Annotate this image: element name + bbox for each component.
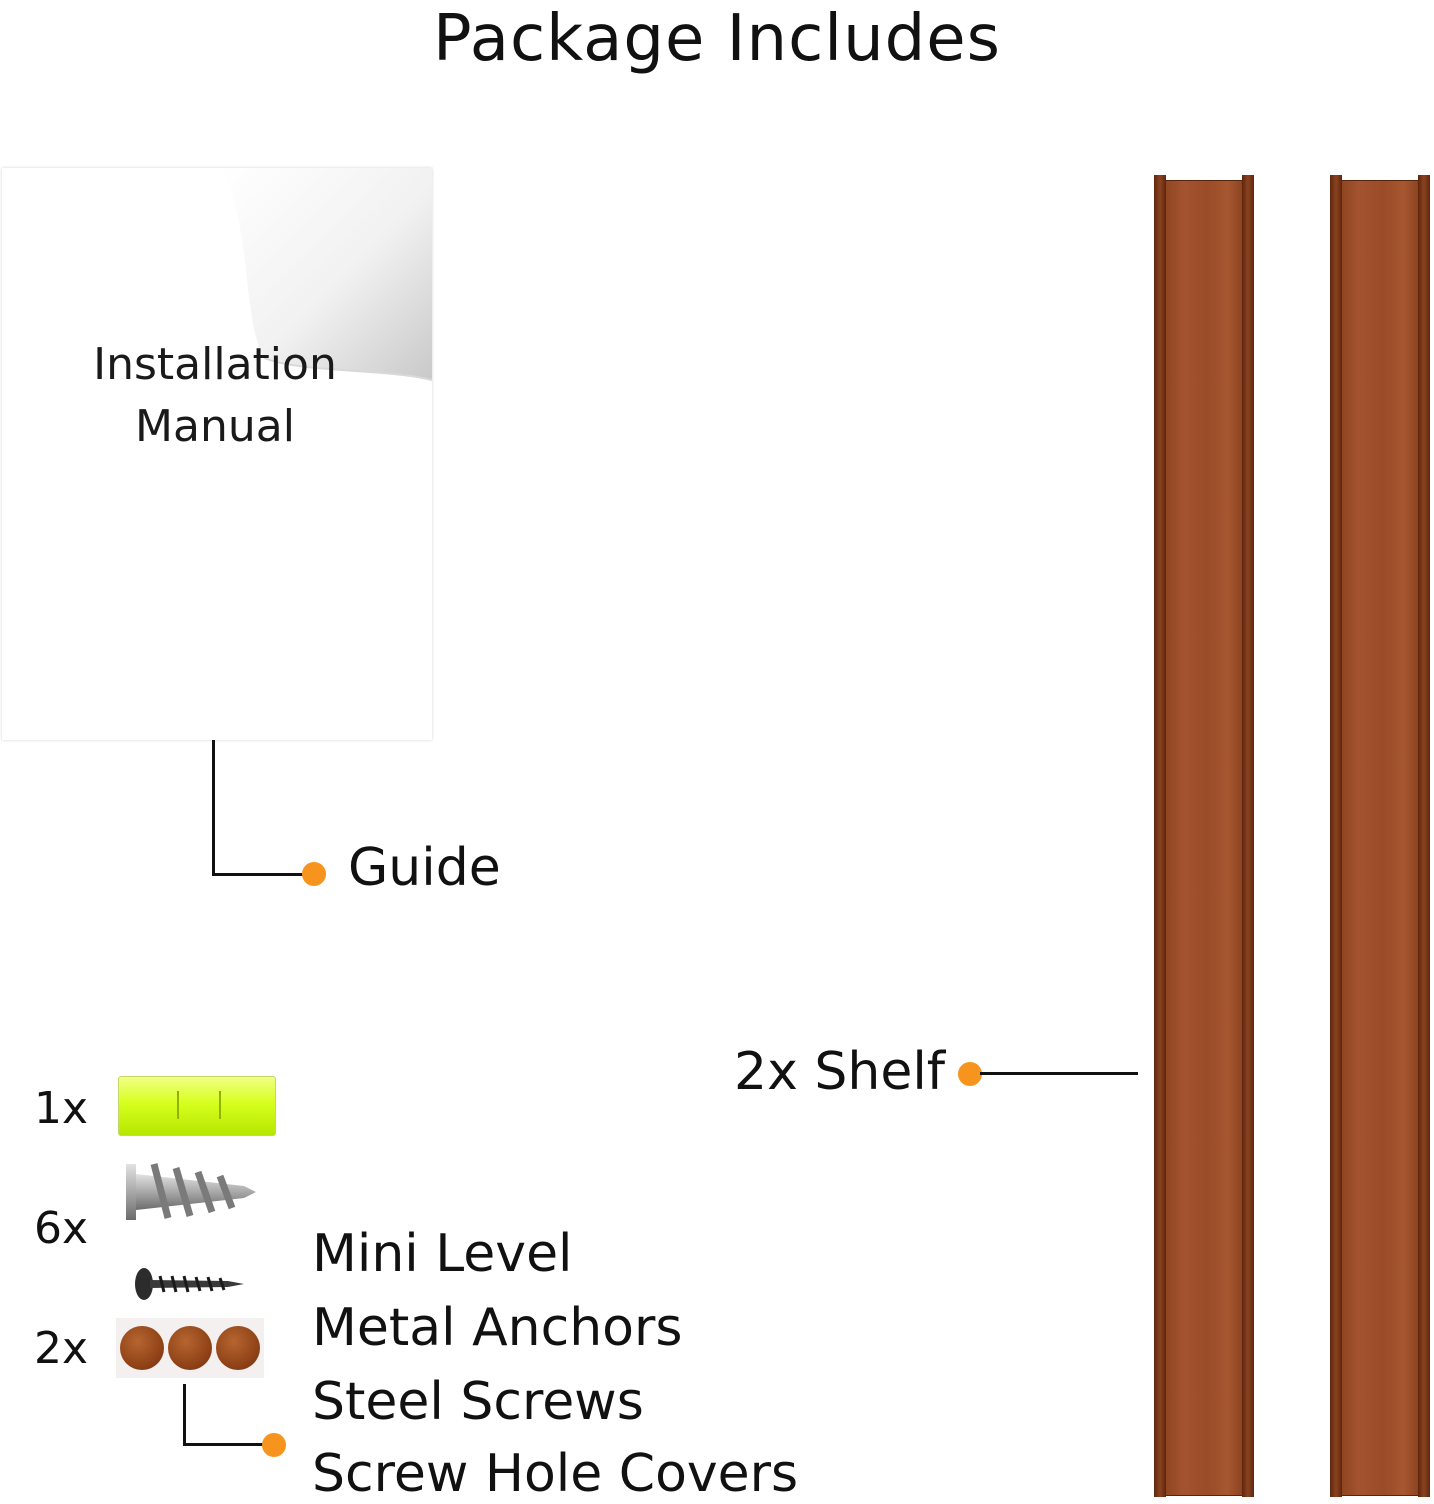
manual-text: Installation Manual (0, 168, 430, 458)
screw-hole-cover-icon (120, 1326, 164, 1370)
item-metal-anchors: Metal Anchors (312, 1298, 683, 1358)
shelf-2 (1330, 180, 1428, 1496)
screw-hole-cover-icon (216, 1326, 260, 1370)
item-screw-hole-covers: Screw Hole Covers (312, 1444, 799, 1504)
shelf-label: 2x Shelf (734, 1042, 946, 1102)
count-mini-level: 1x (34, 1083, 89, 1134)
count-metal-anchors: 6x (34, 1203, 89, 1254)
guide-dot-icon (302, 862, 326, 886)
hardware-callout-vertical (183, 1384, 186, 1446)
page-title: Package Includes (433, 2, 1001, 76)
page-curl-icon (222, 168, 432, 381)
shelf-1-lip (1242, 175, 1254, 1497)
shelf-2-lip (1330, 175, 1342, 1497)
hardware-dot-icon (262, 1433, 286, 1457)
shelf-2-lip (1418, 175, 1430, 1497)
guide-callout-vertical (212, 740, 215, 876)
manual-line-1: Installation (93, 339, 337, 390)
metal-anchor-icon (126, 1163, 256, 1220)
hardware-callout-horizontal (183, 1443, 263, 1446)
screw-hole-cover-icon (168, 1326, 212, 1370)
item-steel-screws: Steel Screws (312, 1372, 644, 1432)
manual-line-2: Manual (135, 401, 295, 452)
shelf-dot-icon (958, 1062, 982, 1086)
item-mini-level: Mini Level (312, 1224, 573, 1284)
mini-level-icon (118, 1076, 276, 1136)
guide-callout-horizontal (212, 873, 304, 876)
steel-screw-icon (135, 1268, 244, 1300)
installation-manual-sheet (2, 168, 432, 740)
shelf-1-lip (1154, 175, 1166, 1497)
guide-label: Guide (348, 838, 501, 898)
count-screws-covers: 2x (34, 1323, 89, 1374)
shelf-1 (1154, 180, 1252, 1496)
shelf-callout-line (980, 1072, 1138, 1075)
